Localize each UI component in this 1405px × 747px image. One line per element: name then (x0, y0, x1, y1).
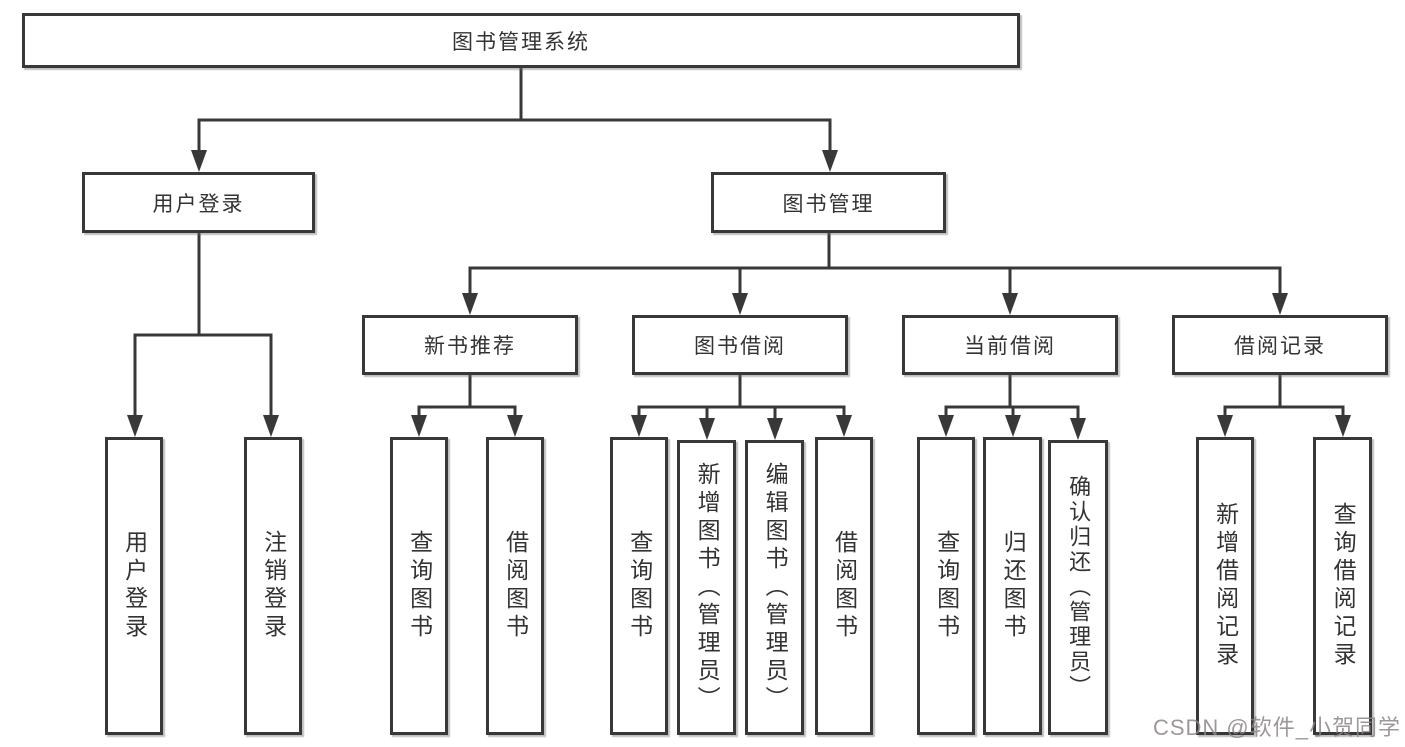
node-current-borrow-label: 当前借阅 (964, 335, 1056, 358)
node-book-borrow-label: 图书借阅 (694, 335, 786, 358)
node-book-borrow: 图书借阅 (632, 315, 848, 375)
leaf-borrow-edit-book: 编辑图书（管理员） (745, 440, 804, 735)
node-borrow-record-label: 借阅记录 (1234, 335, 1326, 358)
csdn-watermark: CSDN @软件_小贺同学 (1152, 715, 1401, 740)
leaf-logout: 注销登录 (244, 437, 302, 735)
leaf-current-query: 查询图书 (917, 437, 975, 735)
leaf-newbook-query-label: 查询图书 (406, 530, 433, 642)
node-new-book-recommend-label: 新书推荐 (424, 335, 516, 358)
leaf-borrow-query-label: 查询图书 (626, 530, 653, 642)
node-borrow-record: 借阅记录 (1172, 315, 1388, 375)
leaf-current-query-label: 查询图书 (933, 530, 960, 642)
leaf-newbook-borrow: 借阅图书 (486, 437, 544, 735)
leaf-current-return: 归还图书 (983, 437, 1042, 735)
leaf-record-add-label: 新增借阅记录 (1212, 502, 1239, 670)
leaf-user-login-label: 用户登录 (121, 530, 148, 642)
leaf-borrow-add-book: 新增图书（管理员） (677, 440, 736, 735)
leaf-borrow-add-book-label: 新增图书（管理员） (694, 461, 721, 714)
node-book-management: 图书管理 (711, 172, 946, 233)
leaf-newbook-borrow-label: 借阅图书 (502, 530, 529, 642)
leaf-user-login: 用户登录 (105, 437, 163, 735)
leaf-current-confirm-return: 确认归还（管理员） (1048, 440, 1108, 735)
leaf-borrow-query: 查询图书 (610, 437, 668, 735)
node-user-login-label: 用户登录 (152, 192, 245, 216)
leaf-record-query: 查询借阅记录 (1313, 437, 1372, 735)
leaf-borrow-edit-book-label: 编辑图书（管理员） (762, 461, 789, 714)
node-root-label: 图书管理系统 (452, 30, 590, 54)
node-user-login: 用户登录 (82, 172, 315, 233)
leaf-current-confirm-return-label: 确认归还（管理员） (1066, 475, 1092, 700)
node-root: 图书管理系统 (22, 13, 1020, 68)
leaf-borrow-borrow-book: 借阅图书 (815, 437, 873, 735)
leaf-borrow-borrow-book-label: 借阅图书 (831, 530, 858, 642)
leaf-record-query-label: 查询借阅记录 (1330, 502, 1357, 670)
node-book-management-label: 图书管理 (782, 192, 875, 216)
node-new-book-recommend: 新书推荐 (362, 315, 578, 375)
arrowhead-icons (127, 150, 1351, 440)
leaf-logout-label: 注销登录 (260, 530, 287, 642)
leaf-record-add: 新增借阅记录 (1196, 437, 1254, 735)
leaf-newbook-query: 查询图书 (390, 437, 448, 735)
node-current-borrow: 当前借阅 (902, 315, 1118, 375)
leaf-current-return-label: 归还图书 (1000, 530, 1027, 642)
